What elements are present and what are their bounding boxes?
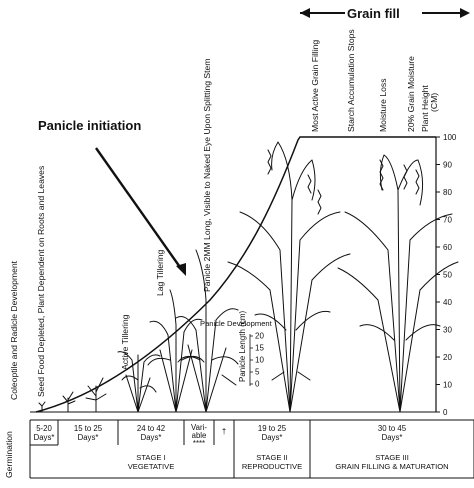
height-tick-label: 70 — [443, 216, 452, 225]
duration-table: 5-20 Days* 15 to 25 Days* 24 to 42 Days*… — [29, 419, 474, 479]
panicle-initiation-label: Panicle initiation — [38, 118, 141, 133]
duration-cell: 30 to 45 — [378, 424, 407, 433]
grain-fill-indicator: Grain fill — [300, 6, 470, 21]
height-axis-unit: (CM) — [429, 93, 439, 112]
stage-label: STAGE II — [256, 453, 288, 462]
height-tick-label: 10 — [443, 381, 452, 390]
duration-cell: 19 to 25 — [258, 424, 287, 433]
height-tick-label: 20 — [443, 353, 452, 362]
duration-cell: able — [192, 431, 207, 440]
growth-curve — [35, 136, 436, 413]
panicle-development-label: Panicle Development — [200, 319, 273, 328]
annotation-panicle-2mm: Panicle 2MM Long, Visible to Naked Eye U… — [202, 59, 212, 292]
plant-germination-icon — [38, 401, 46, 413]
plant-grain-filling-icon — [337, 154, 459, 413]
panicle-tick-label: 0 — [255, 380, 260, 389]
panicle-tick-label: 15 — [255, 344, 264, 353]
panicle-tick-label: 10 — [255, 356, 264, 365]
duration-cell: 5-20 — [36, 424, 52, 433]
duration-cell: Days* — [78, 433, 99, 442]
duration-cell: 24 to 42 — [137, 424, 165, 433]
height-tick-label: 0 — [443, 408, 448, 417]
duration-cell: Days* — [262, 433, 283, 442]
duration-cell: Days* — [382, 433, 403, 442]
height-tick-label: 100 — [443, 133, 457, 142]
height-tick-label: 30 — [443, 326, 452, 335]
height-tick-label: 60 — [443, 243, 452, 252]
plant-reproductive-icon — [227, 141, 351, 413]
duration-cell: Days* — [141, 433, 162, 442]
duration-cell: Vari- — [191, 423, 207, 432]
panicle-initiation-arrow — [95, 147, 183, 271]
duration-cell: Days* — [34, 433, 55, 442]
plant-lag-tillering-icon — [147, 289, 205, 413]
stage-label: STAGE III — [375, 453, 409, 462]
height-axis-label: Plant Height — [420, 85, 430, 132]
annotation-grain-moisture: 20% Grain Moisture — [406, 56, 416, 132]
annotation-coleoptile: Coleoptile and Radicle Development — [9, 260, 19, 400]
germination-label: Germination — [4, 431, 14, 478]
duration-cell: † — [222, 427, 226, 436]
plant-seedling-2-icon — [85, 377, 107, 413]
duration-cell: **** — [193, 439, 205, 448]
plant-active-tillering-icon — [117, 351, 161, 413]
grain-fill-label: Grain fill — [347, 6, 400, 21]
stage-label: STAGE I — [136, 453, 165, 462]
panicle-development-inset: Panicle Development 20 15 10 5 0 Panicle Len… — [200, 311, 273, 389]
height-tick-label: 40 — [443, 298, 452, 307]
annotation-starch-stops: Starch Accumulation Stops — [346, 29, 356, 132]
arrow-right-icon — [460, 8, 470, 18]
annotation-seed-food: Seed Food Depleted, Plant Dependent on R… — [36, 166, 46, 397]
height-tick-label: 80 — [443, 188, 452, 197]
arrow-left-icon — [300, 8, 310, 18]
panicle-length-label: Panicle Length (cm) — [238, 311, 247, 382]
annotation-active-tillering: Active Tillering — [120, 314, 130, 370]
panicle-tick-label: 5 — [255, 368, 260, 377]
stage-label: VEGETATIVE — [128, 462, 175, 471]
plant-panicle-development-icon — [175, 249, 239, 413]
annotation-most-active-grain: Most Active Grain Filling — [310, 40, 320, 132]
height-tick-label: 50 — [443, 271, 452, 280]
plant-seedling-1-icon — [62, 391, 76, 413]
duration-cell: 15 to 25 — [74, 424, 103, 433]
arrow-head-icon — [176, 263, 186, 276]
panicle-tick-label: 20 — [255, 332, 264, 341]
height-tick-label: 90 — [443, 161, 452, 170]
stage-label: GRAIN FILLING & MATURATION — [335, 462, 448, 471]
stage-label: REPRODUCTIVE — [242, 462, 302, 471]
annotation-lag-tillering: Lag Tillering — [155, 249, 165, 296]
annotation-moisture-loss: Moisture Loss — [378, 79, 388, 133]
